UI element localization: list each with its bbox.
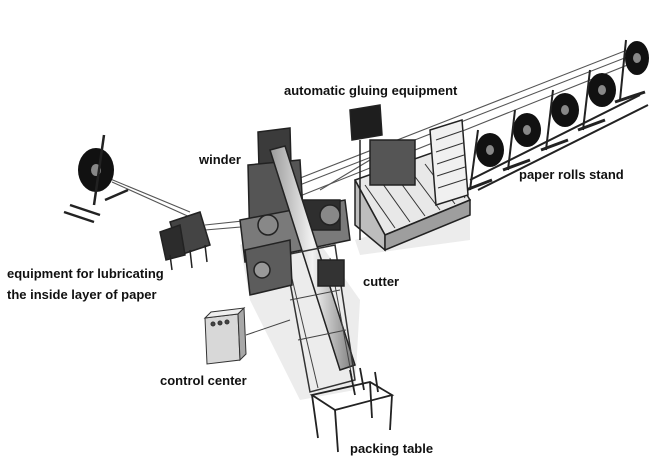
paper-roll <box>614 39 649 104</box>
label-automatic-gluing-equipment: automatic gluing equipment <box>284 83 458 98</box>
label-control-center: control center <box>160 373 247 388</box>
unwind-stand <box>63 134 129 224</box>
label-lubricating-line2: the inside layer of paper <box>7 287 157 302</box>
label-lubricating-line1: equipment for lubricating <box>7 266 164 281</box>
paper-roll <box>502 109 541 172</box>
lubricating-equipment <box>159 211 211 271</box>
tube-and-cutter <box>244 145 356 393</box>
label-paper-rolls-stand: paper rolls stand <box>519 167 624 182</box>
automatic-gluing-equipment <box>349 104 472 252</box>
label-winder: winder <box>199 152 241 167</box>
paper-rolls-stand <box>465 39 649 192</box>
label-packing-table: packing table <box>350 441 434 456</box>
packing-table <box>309 367 395 453</box>
label-cutter: cutter <box>363 274 400 289</box>
paper-roll <box>540 89 579 152</box>
paper-roll <box>577 69 616 132</box>
control-center <box>203 306 291 365</box>
paper-roll <box>465 129 504 192</box>
